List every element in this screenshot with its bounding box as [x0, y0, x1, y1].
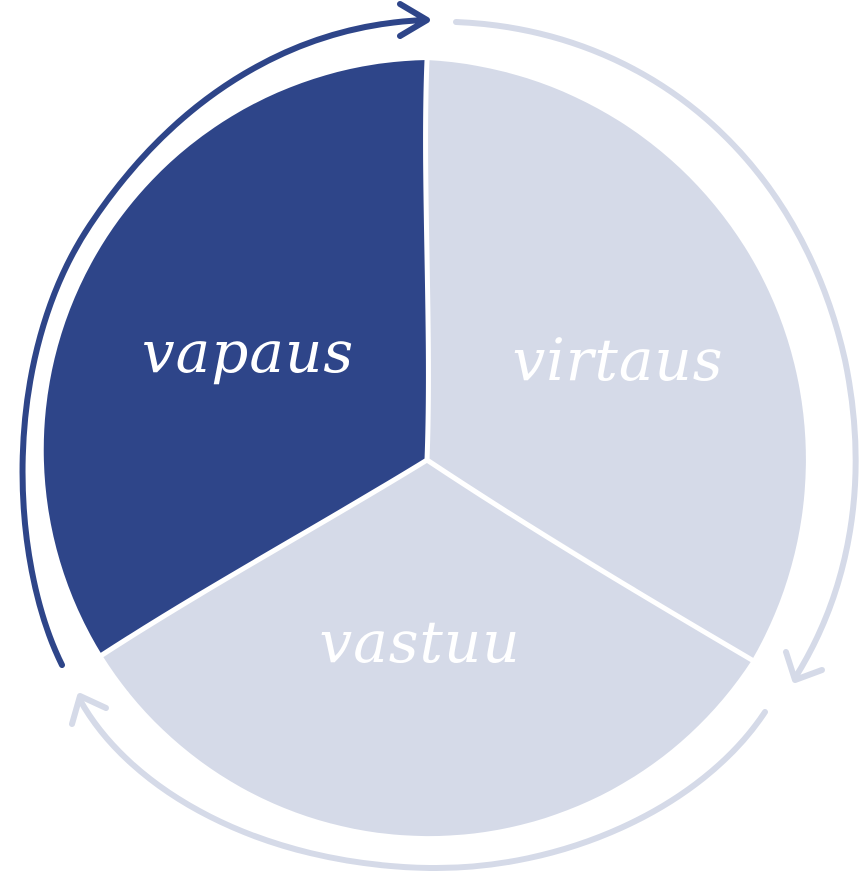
label-vapaus: vapaus: [142, 318, 354, 386]
segments: [43, 60, 806, 837]
arrowhead-icon: [69, 693, 109, 727]
arrowhead-icon: [783, 649, 825, 683]
segment-vapaus: [43, 60, 427, 655]
arrow-virtaus-to-vastuu: [453, 19, 859, 681]
arrow-vapaus-to-virtaus: [19, 17, 428, 668]
cycle-arrows: [19, 1, 859, 872]
segment-labels: vapaus virtaus vastuu: [142, 318, 723, 676]
segment-dividers: [99, 57, 755, 663]
divider-left: [99, 457, 430, 658]
label-virtaus: virtaus: [512, 326, 723, 394]
arrowhead-icon: [397, 1, 430, 39]
divider-top: [423, 57, 431, 463]
segment-vastuu: [102, 460, 752, 837]
segment-virtaus: [427, 60, 806, 660]
arrow-vastuu-to-vapaus: [77, 697, 768, 872]
label-vastuu: vastuu: [319, 608, 520, 676]
divider-right: [424, 457, 755, 663]
